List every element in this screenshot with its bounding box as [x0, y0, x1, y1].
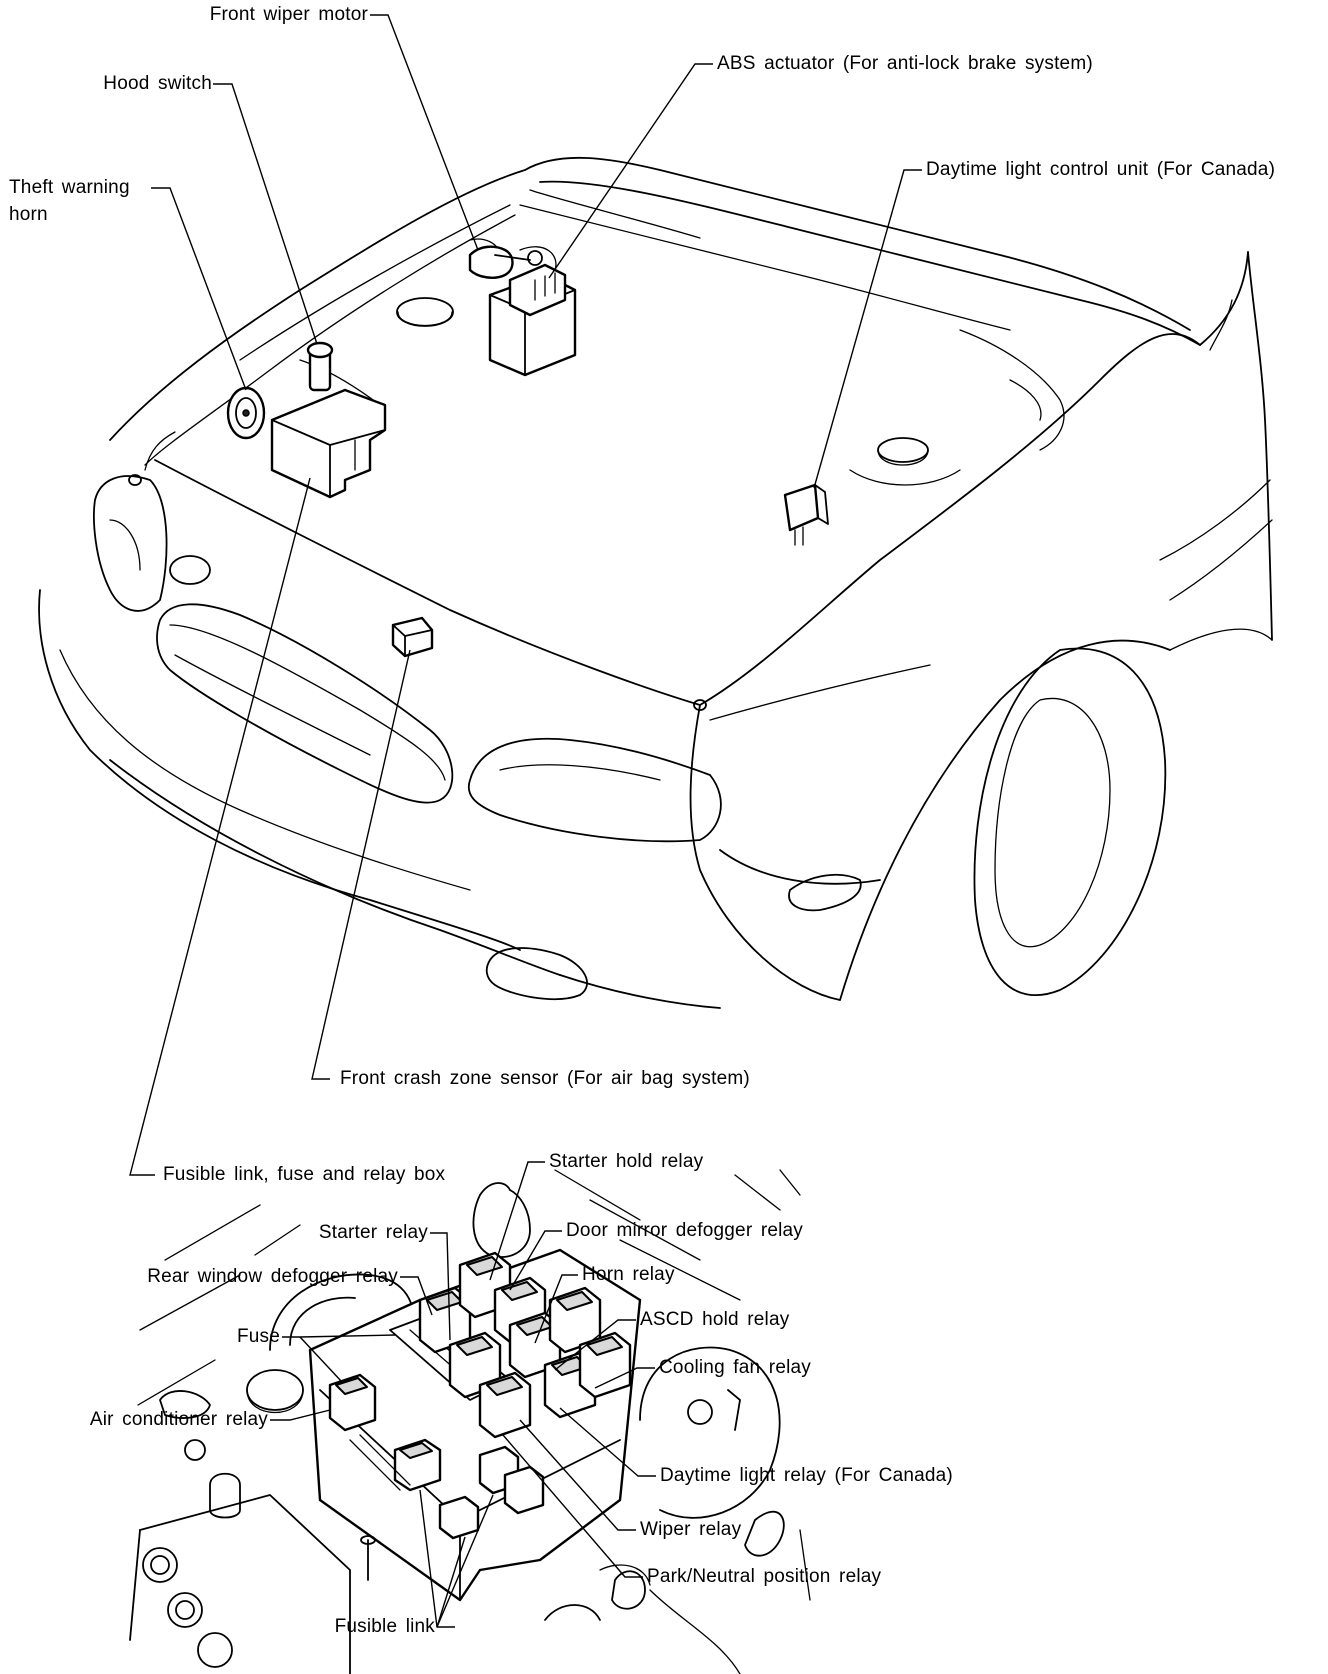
label-front-crash-zone-sensor: Front crash zone sensor (For air bag sys…: [340, 1068, 750, 1089]
label-ascd-hold-relay: ASCD hold relay: [640, 1309, 790, 1330]
label-hood-switch: Hood switch: [103, 73, 212, 94]
leader-lines-detail: [270, 1161, 656, 1628]
daytime-light-control-unit-part: [783, 483, 829, 546]
label-cooling-fan-relay: Cooling fan relay: [659, 1357, 811, 1378]
label-fuse: Fuse: [236, 1326, 280, 1347]
wiper-motor-part: [468, 245, 543, 279]
label-daytime-light-relay: Daytime light relay (For Canada): [660, 1465, 953, 1486]
leader-lines-top: [129, 14, 922, 1176]
label-fusible-link: Fusible link: [334, 1616, 435, 1637]
hood-switch-part: [306, 341, 334, 392]
label-rear-window-defogger-relay: Rear window defogger relay: [147, 1266, 398, 1287]
crash-zone-sensor-part: [391, 616, 434, 658]
label-front-wiper-motor: Front wiper motor: [209, 4, 368, 25]
label-park-neutral-position-relay: Park/Neutral position relay: [647, 1566, 882, 1587]
label-theft-warning-horn-line2: horn: [9, 204, 48, 225]
label-starter-hold-relay: Starter hold relay: [549, 1151, 704, 1172]
label-abs-actuator: ABS actuator (For anti-lock brake system…: [717, 53, 1093, 74]
theft-warning-horn-part: [226, 386, 266, 440]
label-theft-warning-horn-line1: Theft warning: [9, 177, 130, 198]
label-wiper-relay: Wiper relay: [640, 1519, 742, 1540]
abs-actuator-part: [488, 263, 577, 377]
label-horn-relay: Horn relay: [582, 1264, 675, 1285]
relay-box-part: [270, 388, 387, 499]
label-daytime-light-control-unit: Daytime light control unit (For Canada): [926, 159, 1276, 180]
label-fusible-link-box: Fusible link, fuse and relay box: [163, 1164, 446, 1185]
car-body-drawing: [38, 156, 1273, 1009]
label-starter-relay: Starter relay: [318, 1222, 428, 1243]
label-air-conditioner-relay: Air conditioner relay: [89, 1409, 268, 1430]
relay-box-detail-drawing: [129, 1169, 811, 1674]
label-door-mirror-defogger-relay: Door mirror defogger relay: [566, 1220, 804, 1241]
